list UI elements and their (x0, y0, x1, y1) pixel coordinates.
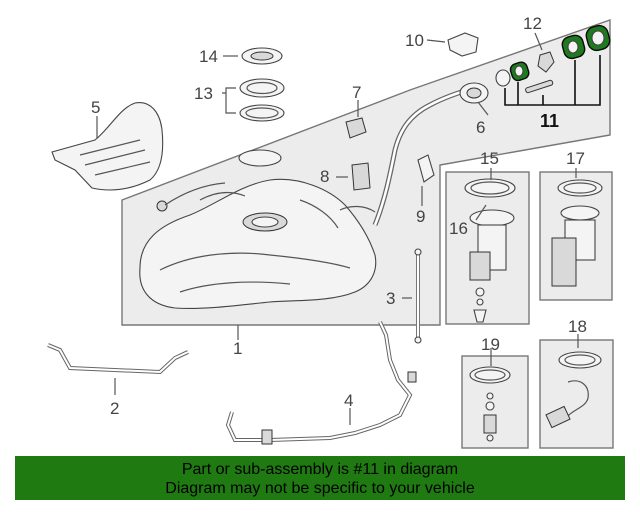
callout-11-bracket (504, 55, 601, 106)
part-13[interactable] (239, 78, 285, 122)
callout-10: 10 (405, 31, 424, 50)
callout-1: 1 (233, 339, 242, 358)
callout-16: 16 (449, 219, 468, 238)
heat-shield[interactable] (51, 102, 164, 191)
part-19[interactable] (469, 366, 511, 442)
part-7[interactable] (345, 117, 367, 139)
fuel-pump-17[interactable] (551, 179, 603, 287)
filler-neck[interactable] (339, 82, 489, 226)
callout-2: 2 (110, 399, 119, 418)
part-12[interactable] (537, 51, 555, 73)
callout-4: 4 (344, 391, 353, 410)
callout-3: 3 (386, 289, 395, 308)
callout-12: 12 (523, 14, 542, 33)
callout-17: 17 (566, 149, 585, 168)
sub-assembly-banner: Part or sub-assembly is #11 in diagram D… (15, 456, 625, 500)
fuel-pump-15[interactable] (464, 178, 516, 323)
part-8[interactable] (351, 162, 371, 191)
callout-11: 11 (540, 111, 559, 131)
callout-6: 6 (476, 118, 485, 137)
parts-diagram: 1 2 3 4 5 6 7 8 9 10 11 12 13 14 15 16 1… (47, 14, 614, 449)
part-4-pipe[interactable] (225, 321, 417, 445)
banner-line-1: Part or sub-assembly is #11 in diagram (181, 461, 459, 478)
part-11-assembly[interactable] (495, 24, 612, 94)
part-10[interactable] (447, 32, 479, 57)
callout-15: 15 (480, 149, 499, 168)
callout-8: 8 (320, 167, 329, 186)
part-18[interactable] (545, 351, 602, 429)
part-2-strap[interactable] (47, 343, 189, 375)
callout-18: 18 (568, 317, 587, 336)
banner-line-2: Diagram may not be specific to your vehi… (165, 480, 475, 497)
part-9[interactable] (417, 154, 435, 183)
fuel-tank[interactable] (139, 178, 377, 309)
part-3-pipe[interactable] (414, 248, 422, 344)
leader-lines (96, 32, 579, 425)
tank-gasket (238, 149, 282, 167)
part-14[interactable] (241, 47, 283, 65)
callout-14: 14 (199, 47, 218, 66)
callout-19: 19 (481, 335, 500, 354)
callout-9: 9 (416, 207, 425, 226)
callout-5: 5 (91, 98, 100, 117)
callout-13: 13 (194, 84, 213, 103)
callout-7: 7 (352, 83, 361, 102)
